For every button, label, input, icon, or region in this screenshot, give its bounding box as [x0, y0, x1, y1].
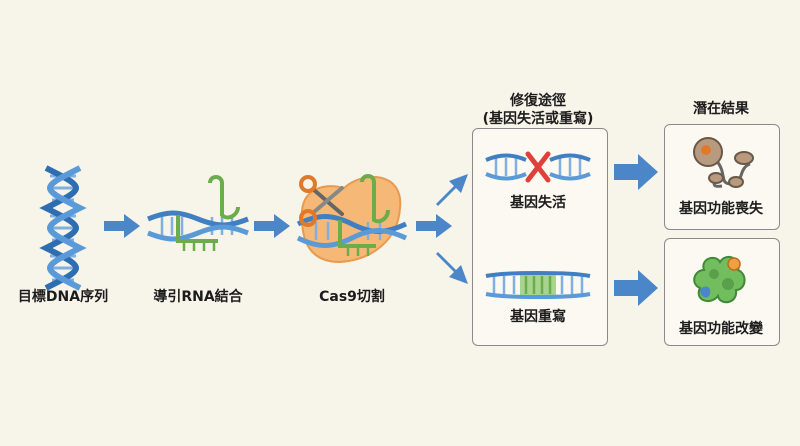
disrupted-dna-icon — [485, 151, 591, 183]
flow-arrow-icon — [614, 154, 658, 190]
flow-arrow-icon — [104, 214, 140, 238]
dna-helix-icon — [39, 165, 87, 291]
nonfunctional-protein-icon — [693, 137, 754, 188]
altered-protein-icon — [693, 255, 746, 304]
gene-rewrite-label: 基因重寫 — [510, 309, 566, 325]
pathway-title-line2: (基因失活或重寫) — [482, 111, 594, 127]
step-target-dna-label: 目標DNA序列 — [17, 289, 109, 305]
outcome-title: 潛在結果 — [693, 101, 749, 117]
pathway-title-line1: 修復途徑 — [510, 93, 566, 109]
rewritten-dna-icon — [485, 271, 591, 299]
flow-arrow-icon — [416, 214, 452, 238]
scissors-icon — [299, 175, 344, 227]
outcome-loss-label: 基因功能喪失 — [679, 201, 763, 217]
cas9-cutting-icon — [296, 174, 408, 264]
flow-arrow-icon — [614, 270, 658, 306]
flow-arrow-up-icon — [436, 174, 468, 206]
step-guide-rna-label: 導引RNA結合 — [153, 289, 243, 305]
guide-rna-binding-icon — [147, 175, 249, 251]
step-cas9-cut-label: Cas9切割 — [319, 289, 385, 305]
flow-arrow-down-icon — [436, 252, 468, 284]
outcome-change-label: 基因功能改變 — [679, 321, 763, 337]
flow-arrow-icon — [254, 214, 290, 238]
gene-inactivation-label: 基因失活 — [510, 195, 566, 211]
